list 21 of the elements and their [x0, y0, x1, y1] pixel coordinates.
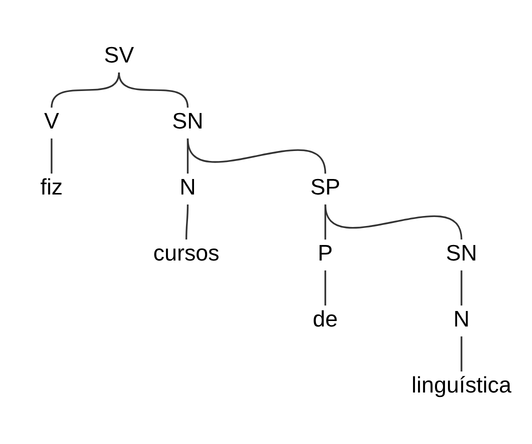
node-text: SV	[104, 42, 134, 68]
node-text: linguística	[412, 372, 512, 398]
node-text: V	[44, 108, 60, 134]
connector	[460, 270, 462, 306]
connector	[186, 204, 189, 240]
connector	[118, 72, 189, 108]
connector	[50, 138, 52, 174]
connector	[324, 270, 326, 306]
node-text: fiz	[40, 174, 63, 200]
connector	[50, 72, 120, 108]
node-text: SN	[446, 240, 478, 266]
node-text: SN	[172, 108, 204, 134]
node-text: N	[453, 306, 470, 332]
connector	[324, 204, 462, 240]
node-text: de	[312, 306, 338, 332]
node-text: cursos	[153, 240, 220, 266]
connector	[460, 336, 462, 372]
connector	[186, 138, 326, 174]
node-text: P	[318, 240, 333, 266]
node-text: SP	[310, 174, 340, 200]
node-text: N	[180, 174, 196, 200]
